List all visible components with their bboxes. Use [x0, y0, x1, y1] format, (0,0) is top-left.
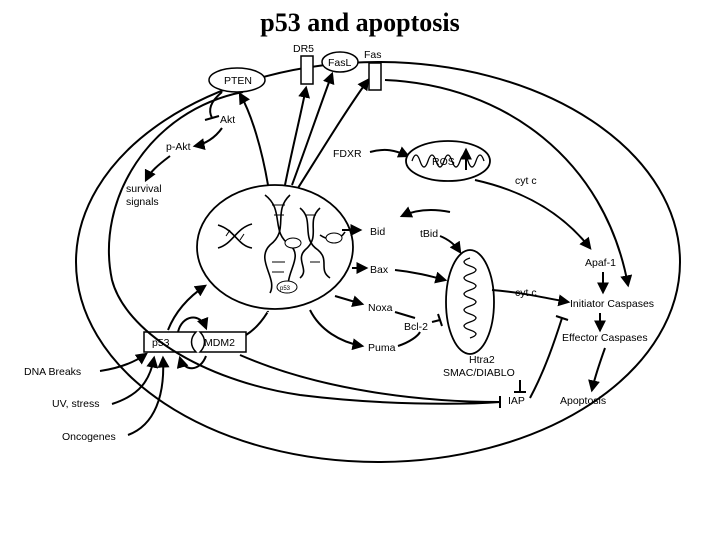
mdm2-box [198, 331, 247, 353]
arrow-ros-to-apaf1 [474, 179, 592, 250]
fas-receptor [368, 62, 382, 91]
arrow-nucleus-to-pten [238, 91, 269, 186]
dna-p53-bubble-3 [325, 232, 343, 244]
smac-diablo-label: SMAC/DIABLO [443, 367, 515, 379]
initiator-caspases-label: Initiator Caspases [570, 298, 654, 310]
fasl-ligand [321, 51, 359, 73]
bid-label: Bid [370, 226, 385, 238]
mitochondrion-cristae [463, 257, 477, 339]
arrow-dna-breaks-to-p53 [99, 352, 148, 372]
pten-inhibits-akt [209, 91, 223, 119]
arrow-nucleus-to-fas [297, 78, 370, 189]
ros-cristae [411, 154, 485, 168]
survival-signals-label: survival signals [126, 183, 165, 208]
p53-box [143, 331, 198, 353]
arrow-bax-to-mito [394, 269, 448, 284]
apoptosis-label: Apoptosis [560, 395, 606, 407]
noxa-label: Noxa [368, 302, 393, 314]
dna-p53-tag: p53 [280, 286, 291, 292]
dna-helix-group [217, 194, 346, 294]
p53-mdm2-loop-bottom [176, 355, 207, 370]
uv-stress-label: UV, stress [52, 398, 99, 410]
page-title: p53 and apoptosis [260, 8, 460, 37]
arrow-mito-to-initiator [491, 289, 571, 307]
dr5-label: DR5 [293, 43, 314, 55]
arrow-tbid-to-bid [399, 206, 451, 218]
arrow-tbid-to-mito [439, 235, 462, 254]
oncogenes-label: Oncogenes [62, 431, 116, 443]
tbid-label: tBid [420, 228, 438, 240]
survival-signals-line-2: signals [126, 196, 159, 208]
arc-mdm2-to-nucleus [245, 310, 269, 336]
arrow-nucleus-to-noxa [334, 295, 365, 308]
arrow-fdxr-to-ros [369, 146, 411, 158]
apaf1-label: Apaf-1 [585, 257, 616, 269]
bax-label: Bax [370, 264, 389, 276]
dna-breaks-label: DNA Breaks [24, 366, 81, 378]
arrow-nucleus-to-dr5 [284, 85, 311, 186]
fdxr-label: FDXR [333, 148, 362, 160]
arrow-uv-to-p53 [111, 355, 159, 405]
iap-inhibits-caspases [529, 317, 563, 399]
p-akt-label: p-Akt [166, 141, 191, 153]
noxa-inhibits-bcl2 [394, 311, 416, 319]
puma-inhibits-bcl2 [397, 331, 421, 347]
arrow-nucleus-to-puma [309, 309, 365, 351]
arc-outer-left [107, 91, 501, 405]
effector-caspases-label: Effector Caspases [562, 332, 648, 344]
arrow-nucleus-to-fasl [291, 71, 335, 186]
dr5-receptor [300, 55, 314, 85]
cytc-top-label: cyt c [515, 175, 537, 187]
mdm2-inhibits-iap-line [239, 354, 501, 403]
pten-node [208, 67, 266, 93]
arc-fas-to-initiator [384, 79, 633, 288]
mitochondrion [445, 249, 495, 355]
p53-mdm2-loop-top [177, 316, 209, 333]
mdm2-label: MDM2 [204, 337, 235, 349]
akt-label: Akt [220, 114, 235, 126]
htra2-label: Htra2 [469, 354, 495, 366]
arrow-oncogenes-to-p53 [127, 355, 170, 436]
dna-p53-bubble-2 [284, 237, 302, 249]
arrow-p53-to-nucleus [167, 284, 207, 331]
dna-rungs [225, 204, 320, 273]
arrow-effector-to-apoptosis [588, 347, 606, 393]
bcl2-inhibits-mito [431, 319, 441, 323]
dna-p53-bubble [276, 280, 298, 294]
pten-label: PTEN [224, 75, 252, 87]
ros-label: ROS [432, 156, 455, 168]
arrow-akt-to-pakt [192, 127, 223, 150]
fasl-label: FasL [328, 57, 352, 69]
cell-membrane [75, 61, 681, 463]
iap-label: IAP [508, 395, 525, 407]
survival-signals-line-1: survival [126, 183, 162, 195]
puma-label: Puma [368, 342, 396, 354]
fas-label: Fas [364, 49, 382, 61]
bcl2-label: Bcl-2 [404, 321, 428, 333]
arrow-pakt-to-survival [144, 155, 171, 183]
